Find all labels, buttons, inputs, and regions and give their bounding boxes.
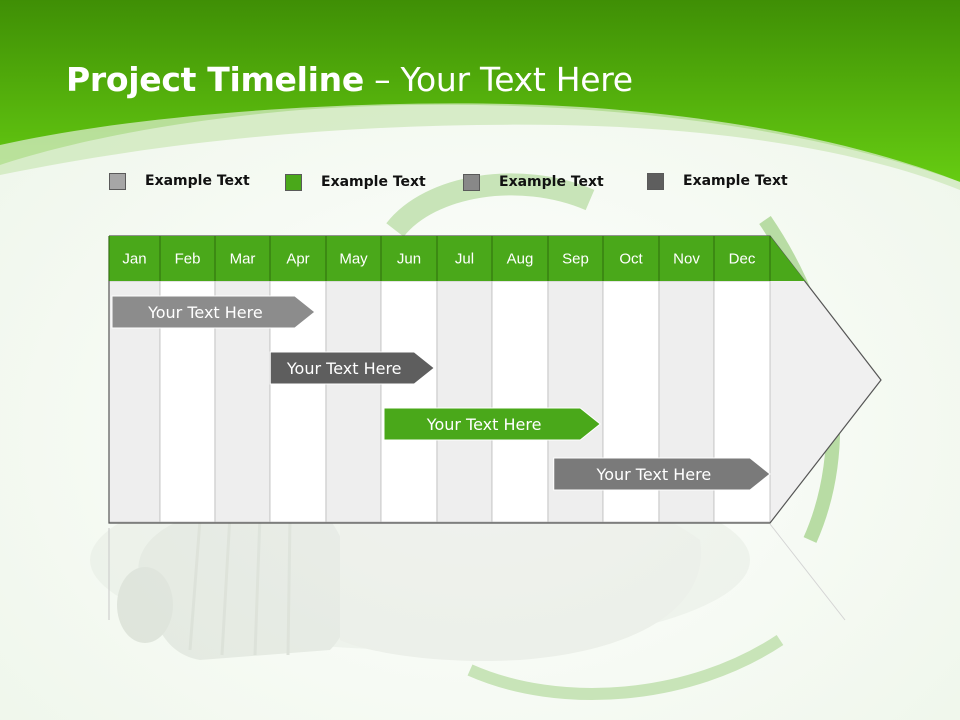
task-bar-shape <box>111 295 316 329</box>
month-label-mar: Mar <box>230 251 256 268</box>
month-label-sep: Sep <box>562 251 589 268</box>
month-column <box>380 280 438 523</box>
title-bold: Project Timeline <box>66 60 364 99</box>
task-bar-shape <box>269 351 436 385</box>
page-title: Project Timeline – Your Text Here <box>66 60 633 99</box>
legend-swatch <box>647 172 664 190</box>
arrow-head-fill <box>770 236 881 522</box>
task-bar-shape <box>553 457 771 491</box>
task-bar-label: Your Text Here <box>286 359 402 378</box>
month-label-jan: Jan <box>122 251 146 268</box>
month-label-may: May <box>339 251 368 268</box>
month-column <box>491 280 549 523</box>
header-band-fill <box>109 236 805 281</box>
legend-item-2: Example Text <box>285 171 426 193</box>
month-label-nov: Nov <box>673 251 700 268</box>
recycle-arc <box>467 635 784 700</box>
task-bar: Your Text Here <box>553 457 771 491</box>
task-bar-label: Your Text Here <box>147 303 263 322</box>
task-bar: Your Text Here <box>383 407 602 441</box>
task-bar: Your Text Here <box>269 351 436 385</box>
legend-label: Example Text <box>321 174 426 190</box>
month-column <box>436 280 493 523</box>
month-label-jul: Jul <box>455 251 474 268</box>
legend-item-1: Example Text <box>109 170 250 192</box>
month-column <box>325 280 382 523</box>
month-label-feb: Feb <box>175 251 201 268</box>
title-rest: Your Text Here <box>400 60 634 99</box>
task-bar-label: Your Text Here <box>426 415 542 434</box>
legend-item-3: Example Text <box>463 171 604 193</box>
month-label-jun: Jun <box>397 251 421 268</box>
reflection-edge <box>769 523 846 621</box>
task-bar: Your Text Here <box>111 295 316 329</box>
legend-label: Example Text <box>145 173 250 189</box>
month-label-oct: Oct <box>619 251 643 268</box>
legend-swatch <box>109 172 126 190</box>
header-band <box>0 0 960 182</box>
legend-swatch <box>463 173 480 191</box>
month-label-dec: Dec <box>729 251 756 268</box>
title-separator: – <box>363 60 401 99</box>
legend-label: Example Text <box>683 173 788 189</box>
legend-label: Example Text <box>499 174 604 190</box>
legend-item-4: Example Text <box>647 170 788 192</box>
legend-swatch <box>285 173 302 191</box>
task-bar-shape <box>383 407 602 441</box>
header-band-highlight <box>0 103 960 190</box>
month-header-row: Jan Feb Mar Apr May Jun Jul Aug Sep Oct Nov Dec <box>108 236 805 281</box>
month-label-apr: Apr <box>286 251 309 268</box>
task-bar-label: Your Text Here <box>596 465 712 484</box>
month-label-aug: Aug <box>507 251 534 268</box>
